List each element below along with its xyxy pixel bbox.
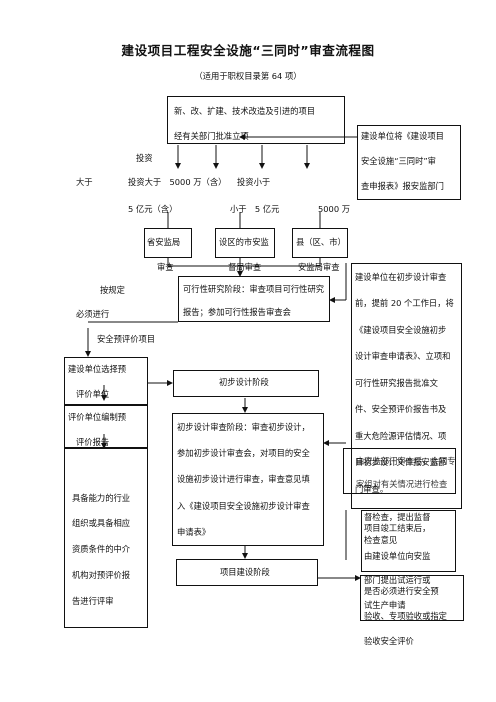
investment-less-label: 投资小于 — [237, 177, 271, 187]
prelim-review-line2: 参加初步设计审查会，对项目的安全 — [177, 448, 310, 458]
county-authority-box — [292, 228, 348, 258]
construction-stage-box — [176, 559, 318, 586]
overlap-text-7: 部门提出试运行或 — [364, 575, 431, 585]
review-report-line5: 告进行评审 — [72, 596, 114, 606]
prelim-review-line3: 设施初步设计进行审查，审查意见填 — [177, 474, 310, 484]
overlap-text-10: 验收、专项验收或指定 — [364, 611, 447, 621]
investment-middle-label: 投资大于 5000 万（含） — [128, 177, 227, 187]
select-evaluator-line2: 评价单位 — [76, 389, 110, 399]
supervision-box — [343, 448, 456, 494]
construction-stage-label: 项目建设阶段 — [220, 567, 270, 577]
province-authority-box — [144, 228, 192, 258]
overlap-text-1: 由安监部门审查后，会同专 — [356, 456, 456, 466]
province-authority-line2: 审查 — [157, 262, 174, 272]
city-authority-box — [215, 228, 275, 258]
investment-greater-value: 5 亿元（含） — [128, 204, 178, 214]
province-authority-line1: 省安监局 — [147, 237, 181, 247]
trial-run-box — [360, 575, 464, 621]
compile-report-line2: 评价报告 — [76, 437, 110, 447]
prelim-app-line3: 《建设项目安全设施初步 — [355, 325, 447, 335]
prelim-app-line5: 可行性研究报告批准文 — [355, 378, 438, 388]
prelim-design-stage-box — [173, 370, 319, 397]
project-approval-box — [167, 96, 345, 144]
prelim-app-line4: 设计审查申请表》、立项和 — [355, 351, 451, 361]
page-title: 建设项目工程安全设施“三同时”审查流程图 — [121, 43, 375, 58]
overlap-text-2: 家组对有关情况进行检查 — [356, 479, 448, 489]
overlap-text-4: 项目竣工结束后， — [364, 523, 431, 533]
left-note-line2: 必须进行 — [76, 309, 110, 319]
prelim-app-line6: 件、安全预评价报告书及 — [355, 404, 447, 414]
investment-less-value: 小于 5 亿元 — [230, 204, 280, 214]
review-report-line1: 具备能力的行业 — [72, 493, 131, 503]
left-note-line1: 按规定 — [100, 285, 125, 295]
county-authority-line1: 县（区、市） — [296, 237, 346, 247]
prelim-app-line9: 门审查。 — [355, 484, 389, 494]
investment-label: 投资 — [136, 153, 153, 163]
compile-report-box — [64, 405, 148, 448]
select-evaluator-box — [64, 357, 148, 405]
page-subtitle: （适用于职权目录第 64 项） — [194, 71, 302, 81]
prelim-app-line2: 前，提前 20 个工作日，将 — [355, 298, 454, 308]
review-report-line2: 组织或具备相应 — [72, 518, 131, 528]
county-authority-line2: 安监局审查 — [298, 262, 340, 272]
prelim-review-box — [172, 413, 324, 546]
overlap-text-11: 验收安全评价 — [364, 636, 414, 646]
prelim-app-line1: 建设单位在初步设计审查 — [355, 272, 447, 282]
overlap-text-8: 是否必须进行安全预 — [364, 586, 439, 596]
feasibility-line1: 可行性研究阶段：审查项目可行性研究 — [183, 284, 325, 294]
city-authority-line1: 设区的市安监 — [219, 237, 269, 247]
project-approval-line1: 新、改、扩建、技术改造及引进的项目 — [174, 106, 316, 116]
overlap-text-6: 由建设单位向安监 — [364, 551, 431, 561]
prelim-review-line4: 入《建设项目安全设施初步设计审查 — [177, 501, 310, 511]
completion-box — [361, 510, 456, 572]
prelim-app-line7: 重大危险源评估情况、项 — [355, 431, 447, 441]
submit-application-line2: 安全设施“三同时”审 — [361, 156, 436, 166]
submit-application-line1: 建设单位将《建设项目 — [361, 131, 444, 141]
submit-application-line3: 查申报表》报安监部门 — [361, 181, 444, 191]
review-report-line3: 资质条件的中介 — [72, 544, 131, 554]
prelim-review-line1: 初步设计审查阶段：审查初步设计， — [177, 422, 310, 432]
city-authority-line2: 督局审查 — [228, 262, 262, 272]
prelim-application-box — [351, 263, 462, 509]
review-report-box — [64, 448, 148, 628]
overlap-text-9: 试生产申请 — [364, 600, 406, 610]
prelim-design-stage-label: 初步设计阶段 — [219, 377, 269, 387]
feasibility-line2: 报告；参加可行性报告审查会 — [183, 307, 291, 317]
prelim-app-line8: 目初步设计文件报安监部 — [355, 457, 447, 467]
submit-application-box — [357, 125, 461, 200]
left-note-line3: 安全预评价项目 — [97, 334, 156, 344]
feasibility-stage-box — [178, 276, 330, 322]
compile-report-line1: 评价单位编制预 — [68, 412, 127, 422]
select-evaluator-line1: 建设单位选择预 — [68, 364, 127, 374]
investment-5000-value: 5000 万 — [318, 204, 351, 214]
review-report-line4: 机构对预评价报 — [72, 570, 131, 580]
overlap-text-3: 督检查，提出监督 — [364, 512, 431, 522]
prelim-review-line5: 申请表》 — [177, 527, 211, 537]
project-approval-line2: 经有关部门批准立项 — [174, 131, 249, 141]
investment-greater-label: 大于 — [76, 177, 93, 187]
overlap-text-5: 检查意见 — [364, 535, 398, 545]
